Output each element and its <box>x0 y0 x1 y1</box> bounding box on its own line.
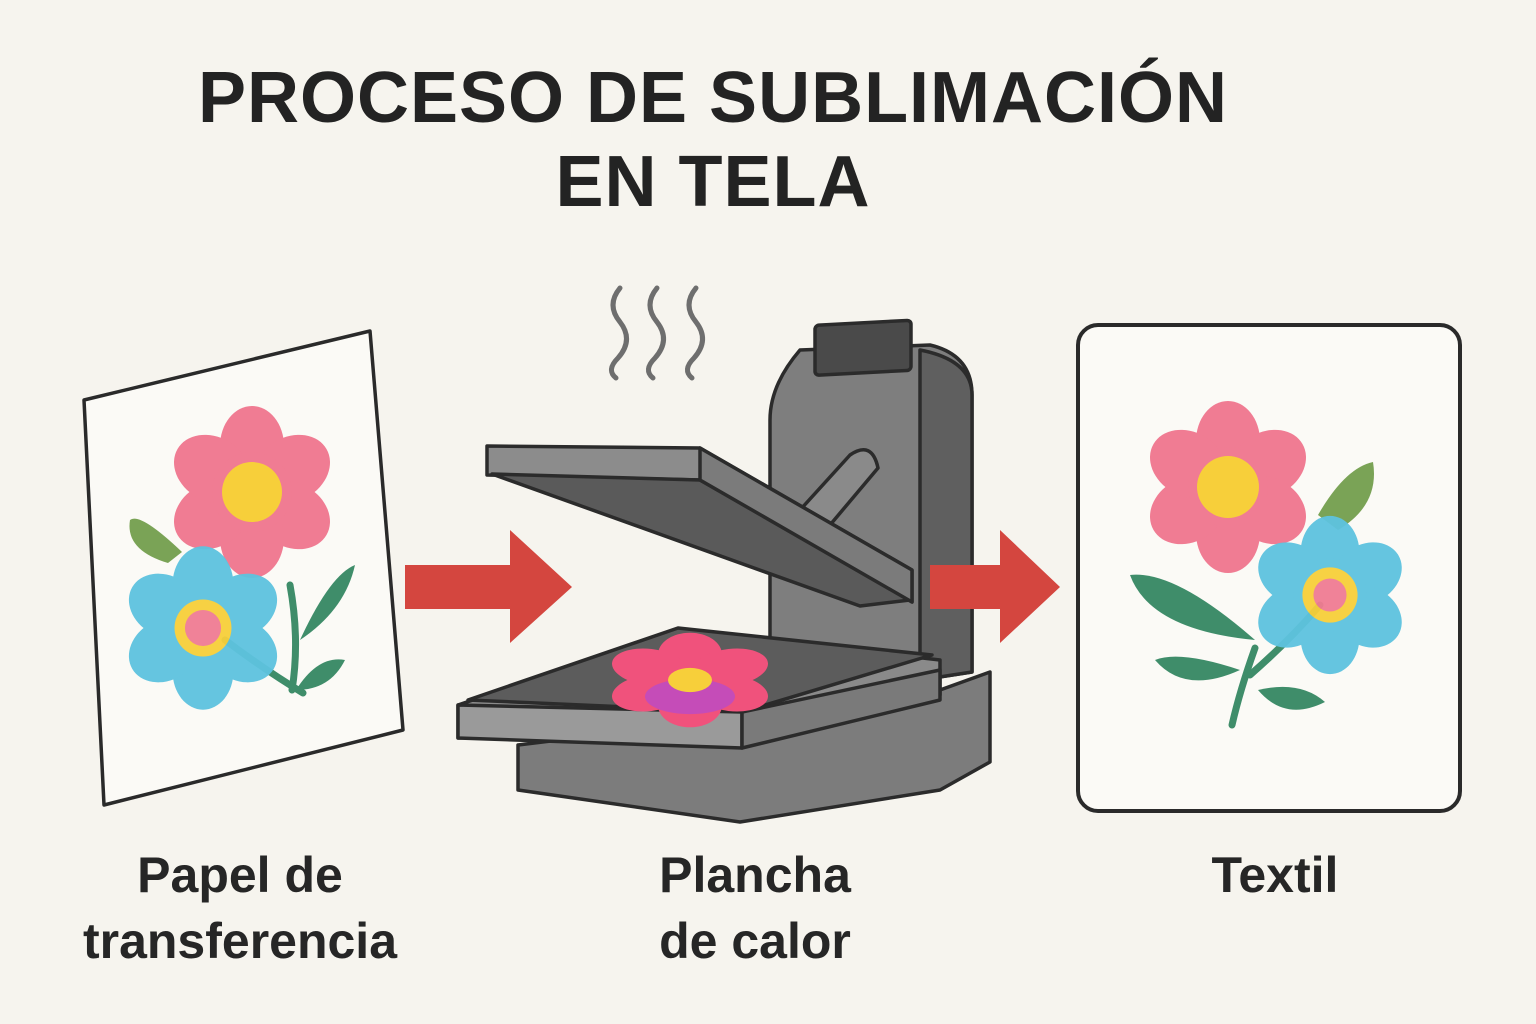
step-label-line: Textil <box>1211 847 1339 903</box>
arrow-right-icon <box>930 530 1060 643</box>
title-line-1: PROCESO DE SUBLIMACIÓN <box>197 58 1229 138</box>
textile-flower-icon <box>1130 401 1414 729</box>
step-label-line: transferencia <box>82 913 398 969</box>
press-flower-icon <box>599 632 781 728</box>
arrow-right-icon <box>405 530 572 643</box>
paper-flower-icon <box>117 406 355 710</box>
heat-press-icon <box>456 318 992 824</box>
step-label-line: Papel de <box>137 847 343 903</box>
steam-icon <box>609 285 705 381</box>
textile-frame <box>1076 323 1462 813</box>
step-label-textile: Textil <box>1075 842 1475 908</box>
step-label-line: Plancha <box>659 847 851 903</box>
step-label-transfer-paper: Papel de transferencia <box>40 842 440 974</box>
title-line-2: EN TELA <box>555 142 871 222</box>
step-label-line: de calor <box>659 913 851 969</box>
diagram-title: PROCESO DE SUBLIMACIÓN EN TELA <box>0 56 1426 224</box>
transfer-paper <box>82 329 405 807</box>
step-label-heat-press: Plancha de calor <box>555 842 955 974</box>
